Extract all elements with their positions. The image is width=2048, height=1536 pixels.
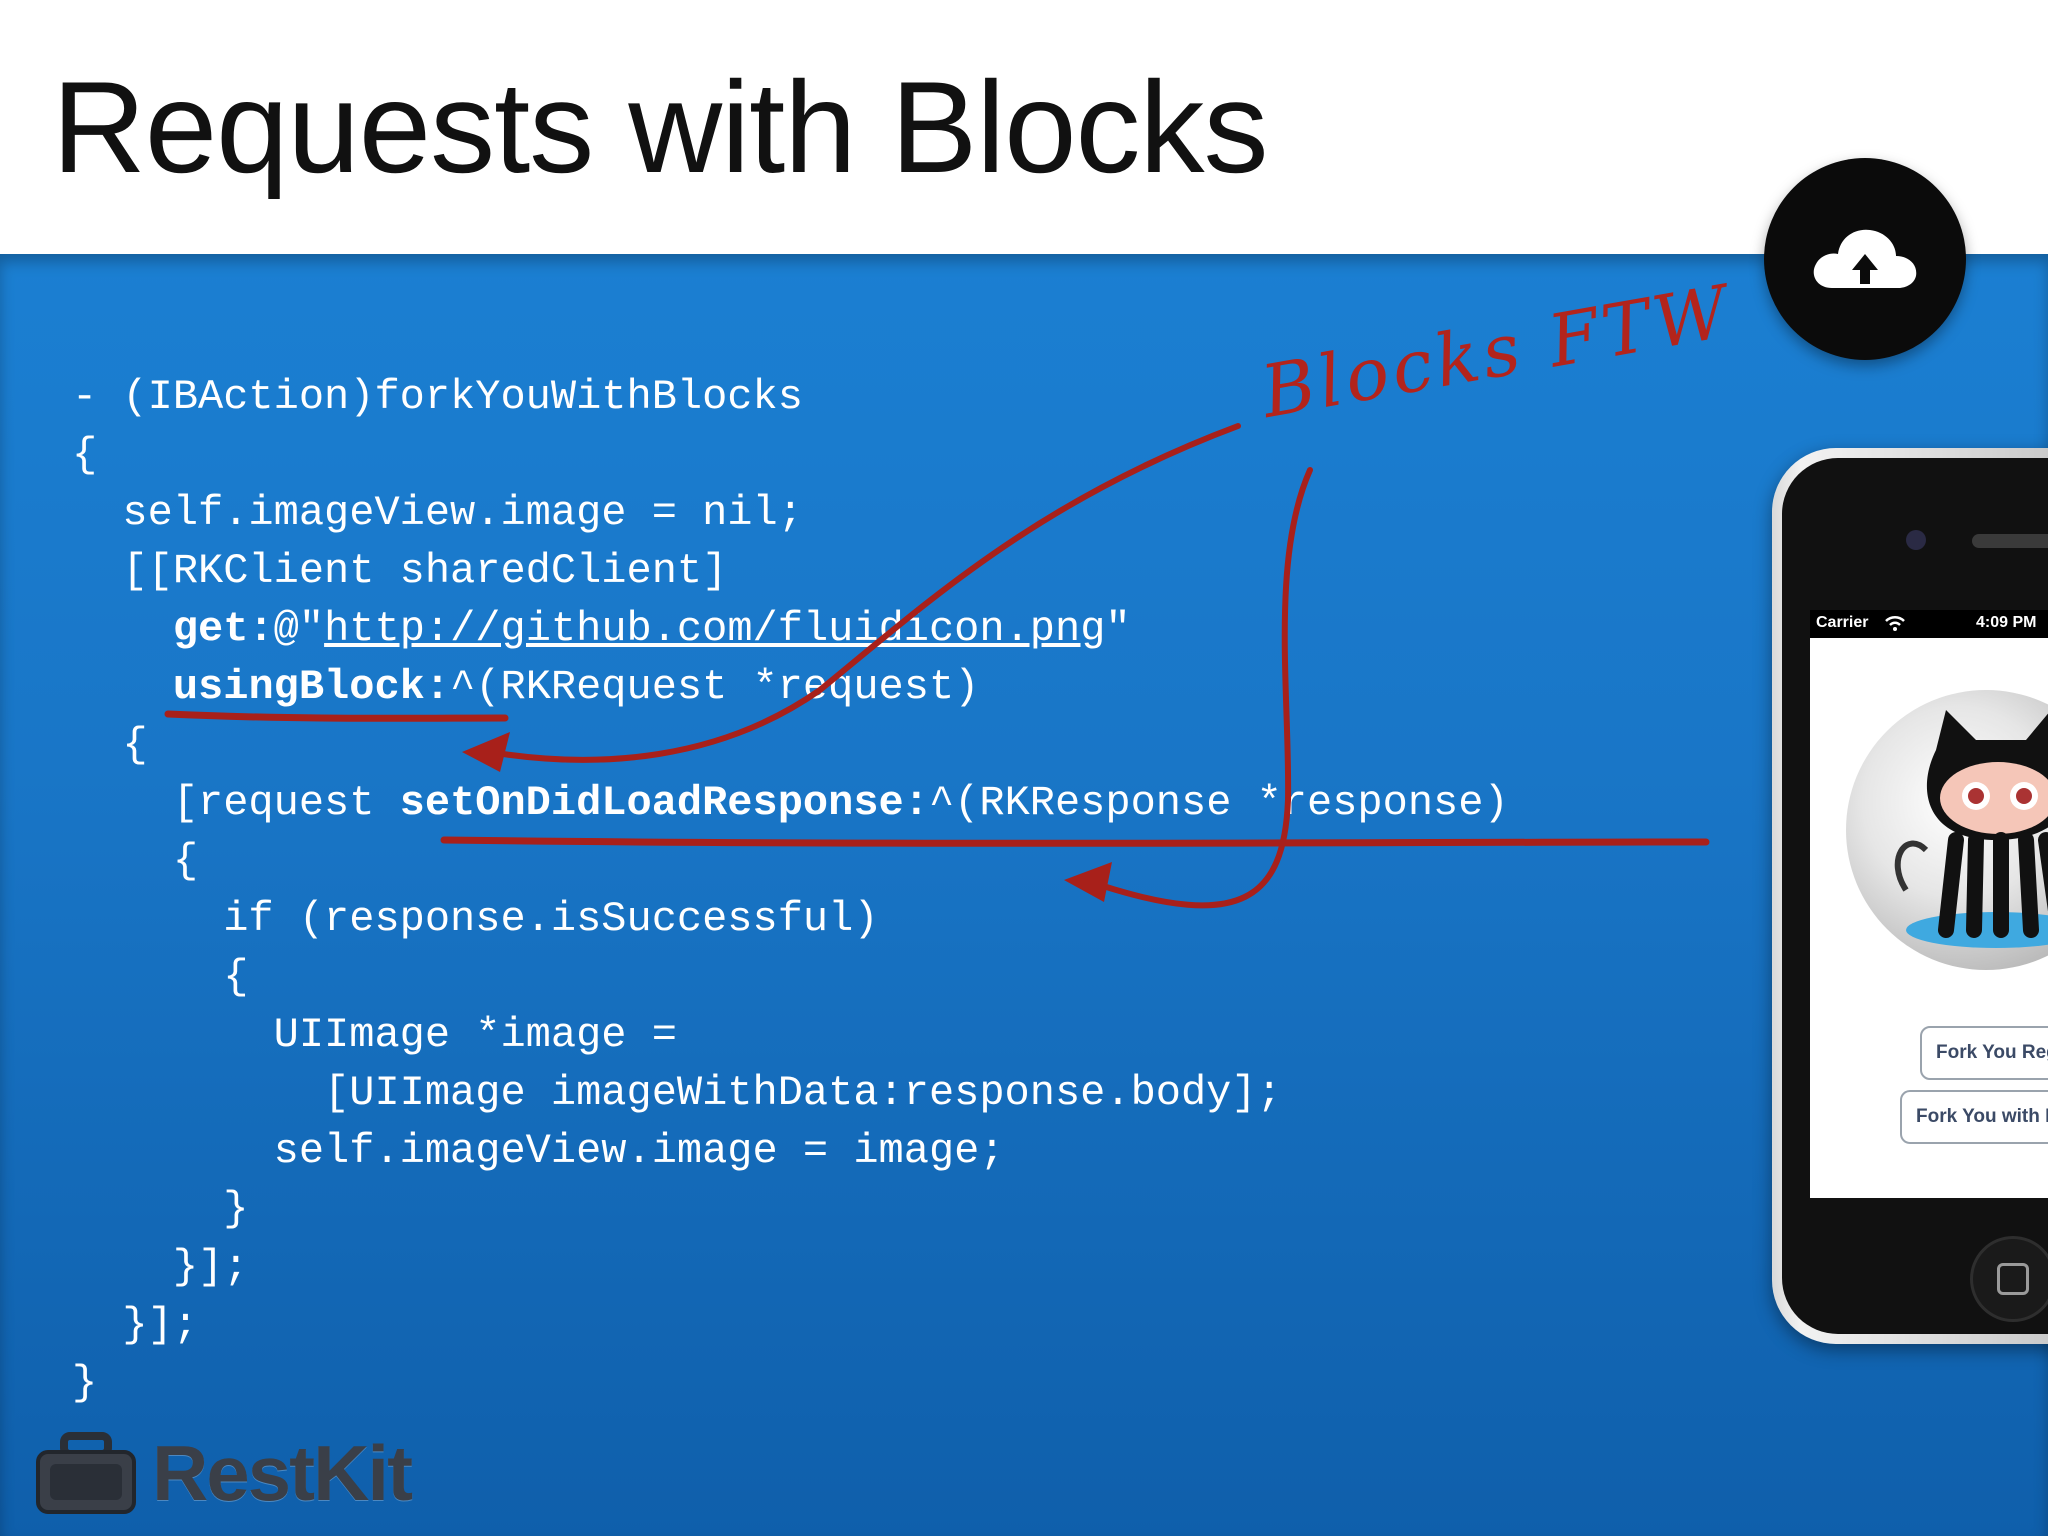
code-line: { — [72, 953, 249, 1001]
code-line: self.imageView.image = image; — [72, 1127, 1005, 1175]
code-line: [UIImage imageWithData:response.body]; — [72, 1069, 1282, 1117]
home-square-icon — [1997, 1263, 2029, 1295]
home-button[interactable] — [1970, 1236, 2048, 1322]
code-url: http://github.com/fluidicon.png — [324, 605, 1106, 653]
cloud-upload-icon — [1813, 229, 1917, 288]
restkit-logo: RestKit — [34, 1428, 434, 1518]
slide-header: Requests with Blocks — [0, 0, 2048, 254]
code-line: } — [72, 1185, 249, 1233]
code-line: }]; — [72, 1301, 199, 1349]
code-string-open: @" — [273, 605, 325, 653]
code-line: { — [72, 837, 199, 885]
code-keyword-get: get: — [172, 605, 274, 653]
status-time: 4:09 PM — [1976, 614, 2037, 631]
wifi-icon — [1885, 616, 1905, 631]
speaker-grille — [1972, 534, 2048, 548]
briefcase-icon — [36, 1432, 136, 1514]
code-line: }]; — [72, 1243, 249, 1291]
code-line: UIImage *image = — [72, 1011, 677, 1059]
status-bar: Carrier 4:09 PM — [1810, 610, 2048, 638]
fork-you-regular-button[interactable]: Fork You Reg — [1920, 1026, 2048, 1080]
code-indent — [72, 605, 173, 653]
code-text: ^(RKRequest *request) — [450, 663, 980, 711]
code-indent — [72, 663, 173, 711]
phone-bezel: Carrier 4:09 PM For — [1782, 458, 2048, 1334]
code-block: - (IBAction)forkYouWithBlocks { self.imag… — [72, 368, 1509, 1412]
code-line: self.imageView.image = nil; — [72, 489, 803, 537]
carrier-label: Carrier — [1816, 614, 1869, 631]
slide-title: Requests with Blocks — [52, 54, 1269, 200]
code-line: - (IBAction)forkYouWithBlocks — [72, 373, 803, 421]
code-keyword-usingblock: usingBlock: — [172, 663, 451, 711]
code-line: get:@"http://github.com/fluidicon.png" — [72, 600, 1509, 658]
octocat-icon — [1894, 710, 2048, 948]
code-line: { — [72, 721, 148, 769]
code-line: if (response.isSuccessful) — [72, 895, 879, 943]
code-keyword-setondidloadresponse: setOnDidLoadResponse: — [399, 779, 929, 827]
iphone-mockup: Carrier 4:09 PM For — [1772, 448, 2048, 1344]
fork-you-with-blocks-button[interactable]: Fork You with B — [1900, 1090, 2048, 1144]
code-line: { — [72, 431, 98, 479]
octocat-image — [1846, 690, 2048, 970]
camera-icon — [1906, 530, 1926, 550]
code-line: usingBlock:^(RKRequest *request) — [72, 658, 1509, 716]
logo-text: RestKit — [152, 1429, 413, 1517]
code-string-close: " — [1105, 605, 1131, 653]
phone-screen: Carrier 4:09 PM For — [1810, 610, 2048, 1198]
code-line: [[RKClient sharedClient] — [72, 547, 728, 595]
cloud-upload-badge — [1764, 158, 1966, 360]
code-line: [request setOnDidLoadResponse:^(RKRespon… — [72, 774, 1509, 832]
code-line: } — [72, 1359, 98, 1407]
code-text: [request — [72, 779, 400, 827]
code-text: ^(RKResponse *response) — [928, 779, 1509, 827]
